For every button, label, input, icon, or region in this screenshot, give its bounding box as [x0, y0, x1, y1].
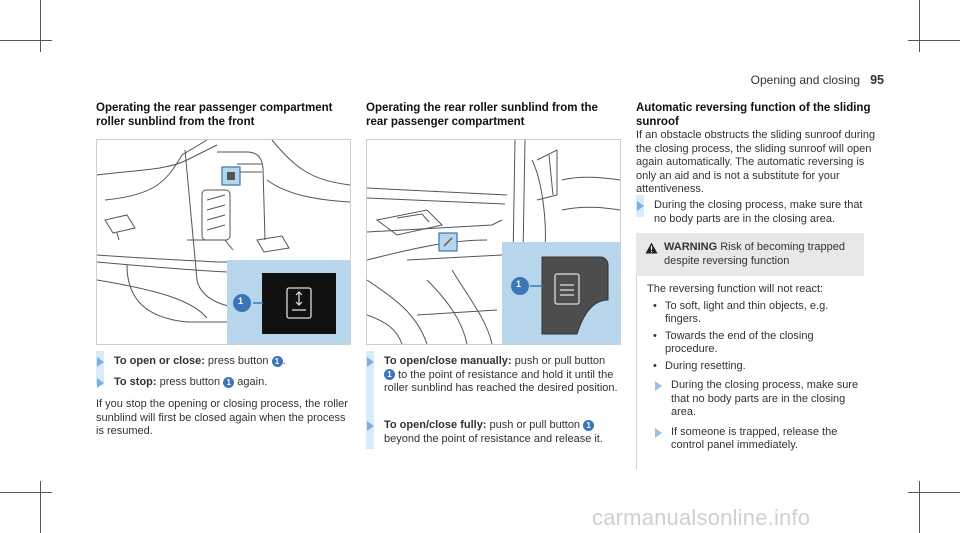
crop-mark [40, 481, 41, 533]
warning-step: If someone is trapped, release the contr… [647, 426, 864, 453]
button-number-badge: 1 [583, 419, 595, 431]
step-bar [96, 351, 104, 385]
step-arrow-icon [97, 378, 104, 388]
step-text: During the closing process, make sure th… [671, 379, 859, 418]
section-title: Opening and closing [750, 73, 861, 87]
list-item: During resetting. [647, 360, 864, 374]
step-label: To open/close manually: [384, 355, 512, 367]
step-text: If someone is trapped, release the contr… [671, 425, 838, 452]
column-sunroof: Automatic reversing function of the slid… [636, 101, 882, 197]
step-arrow-icon [367, 357, 374, 367]
step-arrow-icon [367, 421, 374, 431]
warning-body: The reversing function will not react: T… [636, 276, 864, 469]
step-manual: To open/close manually: push or pull but… [367, 355, 619, 396]
paragraph-resume-note: If you stop the opening or closing proce… [96, 398, 348, 437]
step-arrow-icon [655, 381, 662, 391]
door-panel-illustration [367, 140, 620, 344]
page-number: 95 [870, 73, 884, 87]
step-text: press button [204, 355, 272, 367]
heading-front-control: Operating the rear passenger compartment… [96, 102, 333, 128]
step-label: To stop: [114, 376, 157, 388]
button-number-badge: 1 [384, 369, 395, 381]
figure-overhead-control: 1 [96, 139, 351, 345]
column-rear-control: Operating the rear roller sunblind from … [366, 101, 622, 129]
button-number-badge: 1 [271, 355, 283, 367]
warning-intro: The reversing function will not react: [647, 283, 824, 295]
step-bar [366, 351, 374, 449]
callout-number: 1 [516, 279, 522, 289]
page-header: Opening and closing 95 [751, 73, 884, 87]
step-text: push or pull button [486, 419, 584, 431]
step-arrow-icon [637, 201, 644, 211]
step-label: To open or close: [114, 355, 205, 367]
button-number-badge: 1 [223, 376, 235, 388]
crop-mark [0, 40, 52, 41]
step-tail: again. [234, 376, 268, 388]
step-open-close: To open or close: press button 1. [97, 355, 349, 369]
warning-bullet-list: To soft, light and thin objects, e.g. fi… [647, 300, 864, 374]
step-text: push or pull button [511, 355, 606, 367]
step-tail: to the point of resistance and hold it u… [384, 368, 618, 395]
watermark: carmanualsonline.info [592, 505, 811, 530]
warning-label: WARNING [664, 241, 718, 253]
step-arrow-icon [655, 427, 662, 438]
step-text: press button [156, 376, 224, 388]
warning-box: WARNING Risk of becoming trapped despite… [636, 233, 864, 469]
step-tail: . [282, 355, 286, 367]
step-label: To open/close fully: [384, 419, 487, 431]
crop-mark [908, 492, 960, 493]
crop-mark [0, 492, 52, 493]
list-item: To soft, light and thin objects, e.g. fi… [647, 300, 864, 327]
crop-mark [919, 481, 920, 533]
crop-mark [919, 0, 920, 52]
step-arrow-icon [97, 357, 104, 367]
crop-mark [908, 40, 960, 41]
crop-mark [40, 0, 41, 52]
paragraph-sunroof: If an obstacle obstructs the sliding sun… [636, 129, 876, 195]
warning-header: WARNING Risk of becoming trapped despite… [636, 233, 864, 276]
overhead-panel-illustration [97, 140, 350, 344]
step-tail: beyond the point of resistance and relea… [384, 432, 603, 445]
step-stop: To stop: press button 1 again. [97, 376, 349, 390]
column-front-control: Operating the rear passenger compartment… [96, 101, 352, 129]
step-sunroof: During the closing process, make sure th… [637, 199, 876, 226]
step-text: During the closing process, make sure th… [654, 199, 863, 225]
step-fully: To open/close fully: push or pull button… [367, 419, 619, 446]
warning-step: During the closing process, make sure th… [647, 379, 864, 420]
callout-number: 1 [238, 296, 244, 306]
figure-door-control: 1 [366, 139, 621, 345]
heading-sunroof: Automatic reversing function of the slid… [636, 102, 871, 128]
warning-icon [645, 242, 658, 254]
warning-title: Risk of becoming trapped despite reversi… [664, 241, 845, 267]
list-item: Towards the end of the closing procedure… [647, 330, 864, 357]
heading-rear-control: Operating the rear roller sunblind from … [366, 102, 598, 128]
